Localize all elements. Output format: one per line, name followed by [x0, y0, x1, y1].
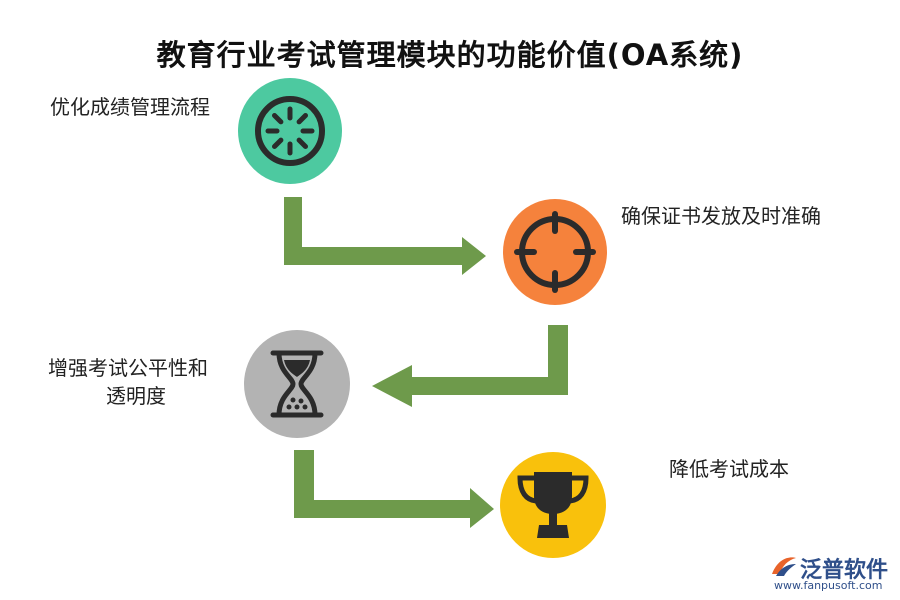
flow-arrow-1	[284, 197, 486, 275]
page-title: 教育行业考试管理模块的功能价值(OA系统)	[156, 38, 744, 72]
crosshair-icon	[514, 211, 596, 293]
logo-icon	[772, 557, 796, 576]
step-3-label-line-2: 透明度	[106, 384, 166, 408]
flow-arrow-3	[294, 450, 494, 528]
logo-url: www.fanpusoft.com	[774, 579, 883, 592]
hourglass-icon	[270, 350, 324, 418]
brand-logo: 泛普软件 www.fanpusoft.com	[770, 552, 894, 592]
step-4-label: 降低考试成本	[669, 457, 789, 481]
step-3-circle	[244, 330, 350, 438]
step-2-circle	[503, 199, 607, 305]
flow-arrow-2	[372, 325, 568, 407]
step-4-circle	[500, 452, 606, 558]
step-2-label: 确保证书发放及时准确	[621, 204, 821, 228]
step-3-label-line-1: 增强考试公平性和	[48, 356, 208, 380]
step-1-label: 优化成绩管理流程	[50, 95, 210, 119]
wheel-icon	[255, 96, 325, 166]
step-1-circle	[238, 78, 342, 184]
trophy-icon	[517, 472, 589, 538]
logo-name: 泛普软件	[800, 558, 889, 583]
